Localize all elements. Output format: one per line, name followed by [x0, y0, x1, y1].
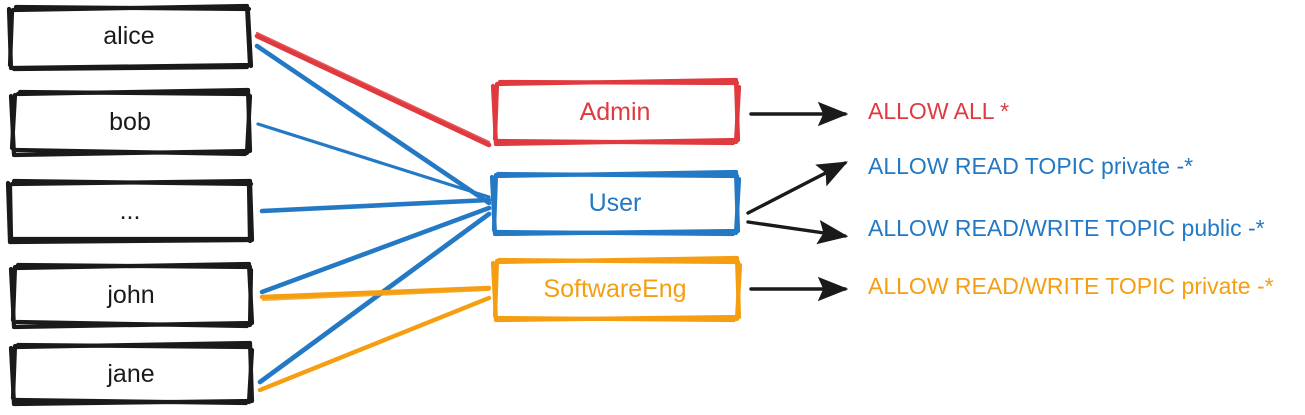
edge-john-user	[259, 205, 492, 295]
arrow-user-permission-read	[746, 161, 849, 215]
edge-john-softwareeng	[259, 285, 492, 301]
permission-readwrite-topic-public: ALLOW READ/WRITE TOPIC public -*	[868, 215, 1265, 241]
role-box-user[interactable]	[489, 169, 742, 237]
user-box-bob[interactable]	[8, 87, 253, 158]
edge-jane-user	[257, 211, 492, 385]
role-box-admin[interactable]	[490, 77, 742, 147]
edge-bob-user	[256, 122, 491, 199]
permission-allow-all: ALLOW ALL *	[868, 98, 1010, 124]
permission-readwrite-topic-private: ALLOW READ/WRITE TOPIC private -*	[868, 273, 1274, 299]
edge-alice-admin	[254, 31, 492, 148]
user-box-jane[interactable]	[8, 340, 255, 407]
user-box-alice[interactable]	[6, 3, 254, 72]
user-box-john[interactable]	[8, 261, 255, 330]
edge-alice-user	[254, 43, 492, 206]
role-box-softwareeng[interactable]	[490, 255, 743, 323]
edge-jane-softwareeng	[257, 295, 492, 393]
permission-read-topic-private: ALLOW READ TOPIC private -*	[868, 153, 1194, 179]
user-box-etc[interactable]	[5, 178, 255, 245]
edge-etc-user	[259, 197, 492, 214]
arrow-user-permission-readwrite	[746, 220, 849, 245]
